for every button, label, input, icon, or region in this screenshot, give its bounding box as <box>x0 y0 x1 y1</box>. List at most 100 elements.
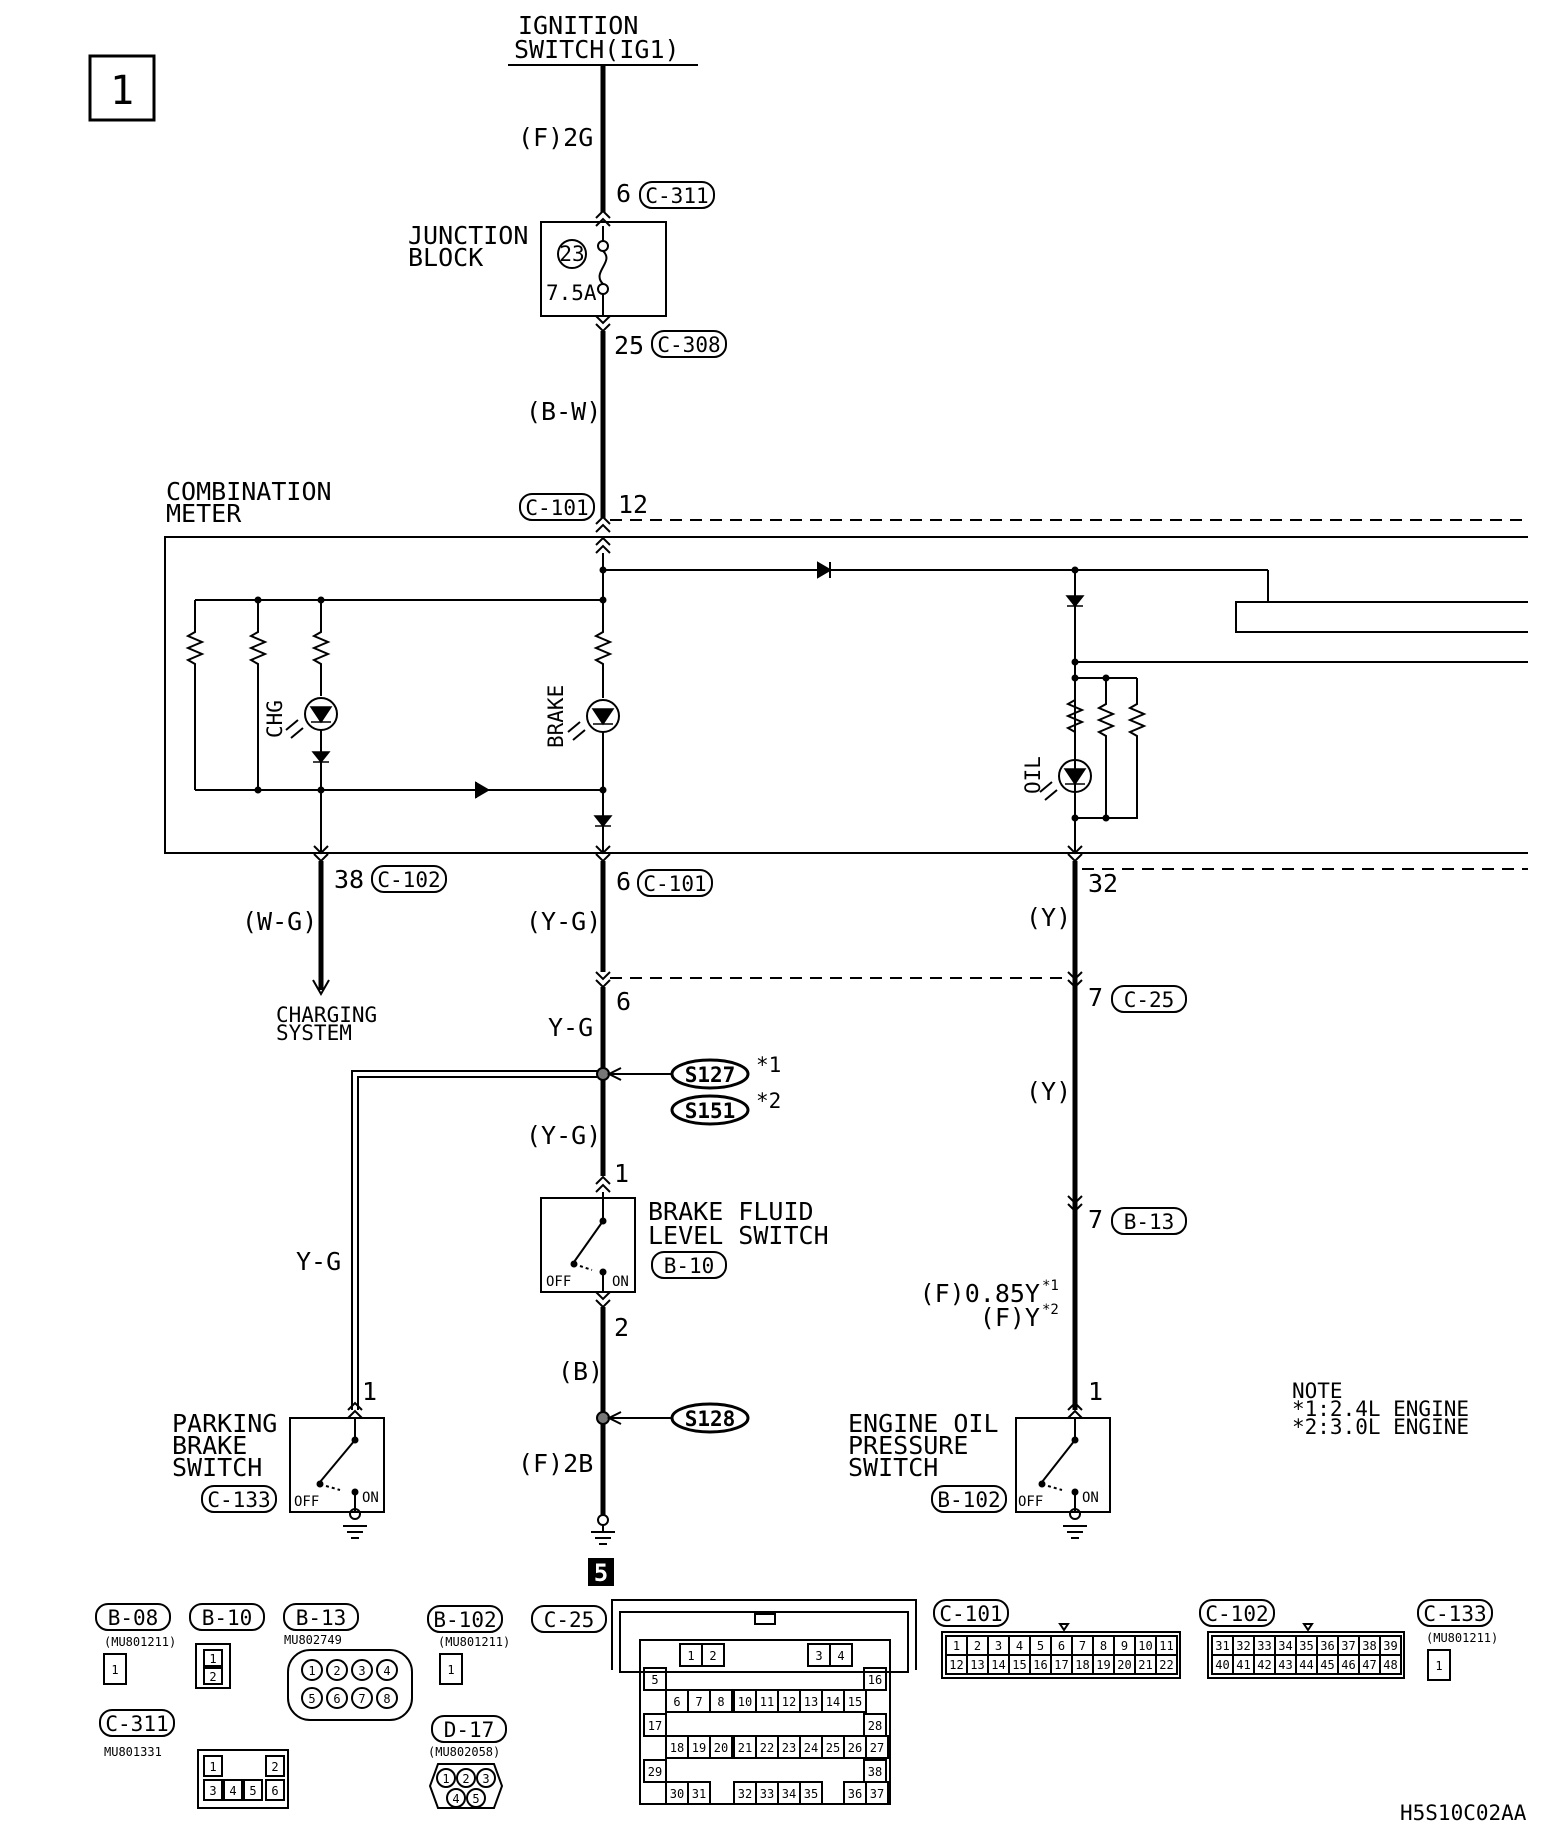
ground-terminal <box>597 1514 609 1526</box>
parking-brake-label3: SWITCH <box>172 1453 262 1482</box>
c102-pin-label: 39 <box>1383 1639 1397 1653</box>
parking-brake-switch-box <box>289 1417 385 1513</box>
c101-pin-label: 14 <box>991 1658 1005 1672</box>
c25-pin-label: 29 <box>648 1765 662 1779</box>
pin-c101-out: 6 <box>616 867 631 896</box>
c102-pin-48 <box>1379 1654 1402 1675</box>
c102-pin-label: 33 <box>1257 1639 1271 1653</box>
connector-tag-c25 <box>1111 985 1187 1013</box>
c102-pin-label: 38 <box>1362 1639 1376 1653</box>
c25-pin-label: 19 <box>692 1741 706 1755</box>
engine-oil-label1: ENGINE OIL <box>848 1409 999 1438</box>
splice-s127-mark: *1 <box>756 1053 781 1077</box>
c25-pin-31 <box>687 1781 711 1805</box>
c25-pin-label: 17 <box>648 1719 662 1733</box>
c101-pin-label: 21 <box>1138 1658 1152 1672</box>
splice-s128 <box>670 1402 750 1434</box>
pin-parking-in: 1 <box>362 1377 377 1406</box>
c25-pin-label: 12 <box>782 1695 796 1709</box>
diode-top <box>817 561 832 579</box>
c25-pin-label: 2 <box>709 1649 716 1663</box>
oil-wire-variant1: (F)0.85Y <box>920 1279 1040 1308</box>
c311-pin-1 <box>203 1755 223 1777</box>
c311-pin-6 <box>265 1779 285 1801</box>
connector-view-b08-name: B-08 <box>108 1606 159 1630</box>
c25-pin-label: 10 <box>738 1695 752 1709</box>
c311-pin-4 <box>223 1779 243 1801</box>
c25-pin-label: 32 <box>738 1787 752 1801</box>
pin-b13-oil: 7 <box>1088 1205 1103 1234</box>
brake-fluid-on-label: ON <box>612 1274 629 1290</box>
c25-pin-label: 14 <box>826 1695 840 1709</box>
pin-oil-switch-in: 1 <box>1088 1377 1103 1406</box>
c102-pin-label: 47 <box>1362 1658 1376 1672</box>
wire-label-chg: (W-G) <box>242 907 317 936</box>
c25-pin-label: 3 <box>815 1649 822 1663</box>
page-number: 1 <box>110 68 134 114</box>
c25-pin-label: 33 <box>760 1787 774 1801</box>
c101-pin-label: 9 <box>1121 1639 1128 1653</box>
connector-tag-b10 <box>651 1251 727 1279</box>
c101-pin-label: 11 <box>1159 1639 1173 1653</box>
c101-pin-label: 12 <box>949 1658 963 1672</box>
c25-pin-label: 15 <box>848 1695 862 1709</box>
c102-pin-label: 41 <box>1236 1658 1250 1672</box>
combination-meter-label1: COMBINATION <box>166 477 332 506</box>
c25-pin-5 <box>643 1667 667 1691</box>
parking-brake-label1: PARKING <box>172 1409 277 1438</box>
pin-c25-oil: 7 <box>1088 983 1103 1012</box>
c25-pin-label: 25 <box>826 1741 840 1755</box>
connector-view-d17 <box>428 1763 504 1809</box>
brake-fluid-label2: LEVEL SWITCH <box>648 1221 829 1250</box>
resistor-left-2 <box>248 600 268 790</box>
connector-tag-c133 <box>201 1485 277 1513</box>
b13-pin-6 <box>326 1687 348 1709</box>
wire-label-oil: (Y) <box>1026 903 1071 932</box>
connector-view-b102-part: (MU801211) <box>438 1635 510 1649</box>
resistor-left-1 <box>185 600 205 790</box>
b10-pin-2: 2 <box>209 1670 216 1684</box>
connector-view-b08 <box>103 1653 127 1685</box>
c102-pin-label: 48 <box>1383 1658 1397 1672</box>
c101-pin-label: 4 <box>1016 1639 1023 1653</box>
charging-system-label2: SYSTEM <box>276 1021 352 1045</box>
connector-c308: C-308 <box>657 333 720 357</box>
combination-meter-label2: METER <box>166 499 242 528</box>
b13-pin-label: 8 <box>383 1692 390 1706</box>
c101-pin-label: 18 <box>1075 1658 1089 1672</box>
connector-view-b10-name: B-10 <box>202 1606 253 1630</box>
c101-pin-label: 10 <box>1138 1639 1152 1653</box>
c25-pin-label: 7 <box>695 1695 702 1709</box>
connector-tag-b13 <box>1111 1207 1187 1235</box>
b13-pin-5 <box>301 1687 323 1709</box>
c25-pin-label: 20 <box>714 1741 728 1755</box>
resistor-oil-3 <box>1106 678 1147 819</box>
c102-pin-label: 45 <box>1320 1658 1334 1672</box>
c25-pin-label: 24 <box>804 1741 818 1755</box>
c25-pin-20 <box>709 1735 733 1759</box>
c101-pin-label: 1 <box>953 1639 960 1653</box>
connector-view-tag-c133 <box>1417 1599 1493 1627</box>
lamp-chg-label: CHG <box>263 700 287 738</box>
d17-pin-label: 1 <box>442 1772 449 1786</box>
fuse-number-circle <box>557 239 587 269</box>
c101-pin-label: 2 <box>974 1639 981 1653</box>
oil-lamp <box>1058 759 1092 793</box>
d17-pin-3 <box>476 1768 496 1788</box>
power-source-line1: IGNITION <box>518 11 638 40</box>
c101-pin-label: 16 <box>1033 1658 1047 1672</box>
c101-pin-label: 13 <box>970 1658 984 1672</box>
connector-c102: C-102 <box>377 868 440 892</box>
c102-pin-label: 44 <box>1299 1658 1313 1672</box>
c102-pin-label: 31 <box>1215 1639 1229 1653</box>
connector-view-tag-c102 <box>1199 1599 1275 1627</box>
connector-view-b102-name: B-102 <box>433 1608 496 1632</box>
parking-switch-arm <box>319 1439 356 1483</box>
engine-oil-label2: PRESSURE <box>848 1431 968 1460</box>
lamp-oil-label: OIL <box>1021 756 1045 794</box>
c25-pin-label: 6 <box>673 1695 680 1709</box>
c102-pin-label: 43 <box>1278 1658 1292 1672</box>
